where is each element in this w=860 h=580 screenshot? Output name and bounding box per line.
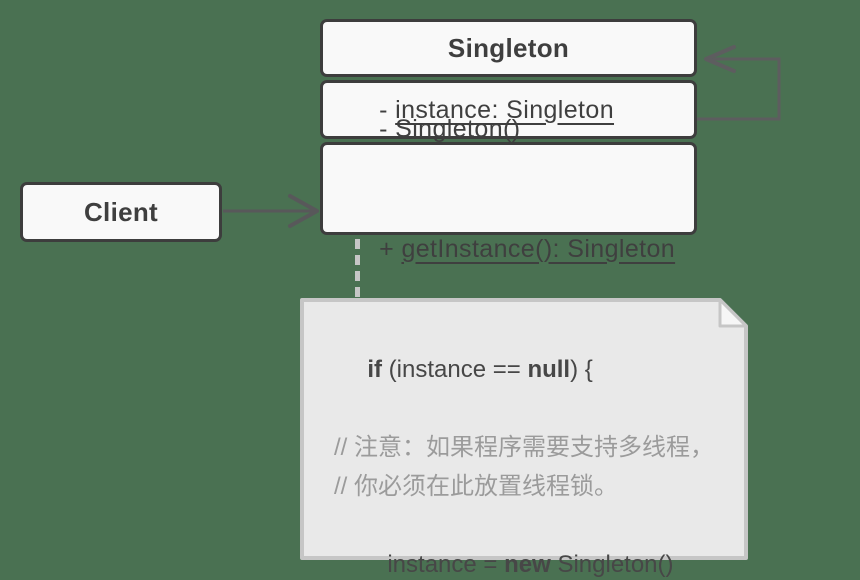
pseudocode-text: if (instance == null) { // 注意：如果程序需要支持多线…: [300, 298, 748, 580]
method-constructor: - Singleton(): [323, 69, 694, 189]
attribute-text: instance: Singleton: [395, 95, 615, 124]
client-class-name: Client: [83, 196, 159, 227]
method-text: getInstance(): Singleton: [401, 234, 676, 263]
code-comment-2: // 你必须在此放置线程锁。: [334, 473, 619, 500]
keyword-new: new: [504, 551, 551, 578]
pseudocode-note: if (instance == null) { // 注意：如果程序需要支持多线…: [300, 298, 748, 578]
code-text: ) {: [570, 356, 593, 383]
code-line-new: instance = new Singleton(): [314, 506, 748, 580]
visibility-prefix: +: [379, 234, 402, 263]
visibility-prefix: -: [379, 114, 396, 143]
client-association-arrow: [223, 194, 319, 228]
singleton-methods-box: - Singleton() + getInstance(): Singleton: [320, 115, 697, 263]
client-class-box: Client: [20, 182, 222, 242]
singleton-attributes-box: - instance: Singleton: [320, 80, 697, 139]
keyword-if: if: [367, 356, 383, 383]
visibility-prefix: -: [379, 95, 396, 124]
method-getinstance: + getInstance(): Singleton: [323, 189, 694, 309]
attribute-instance: - instance: Singleton: [323, 50, 614, 170]
code-text: Singleton(): [550, 551, 674, 578]
code-line-if: if (instance == null) {: [314, 311, 748, 428]
code-comment-1: // 注意：如果程序需要支持多线程，: [334, 434, 715, 461]
code-text: instance =: [387, 551, 505, 578]
singleton-class-title-box: Singleton: [320, 19, 697, 77]
code-text: (instance ==: [382, 356, 528, 383]
self-reference-arrow: [697, 45, 781, 121]
singleton-class-name: Singleton: [447, 32, 570, 63]
keyword-null: null: [527, 356, 571, 383]
method-text: Singleton(): [395, 114, 521, 143]
note-shape: [300, 298, 748, 560]
note-folded-corner: [718, 298, 748, 328]
